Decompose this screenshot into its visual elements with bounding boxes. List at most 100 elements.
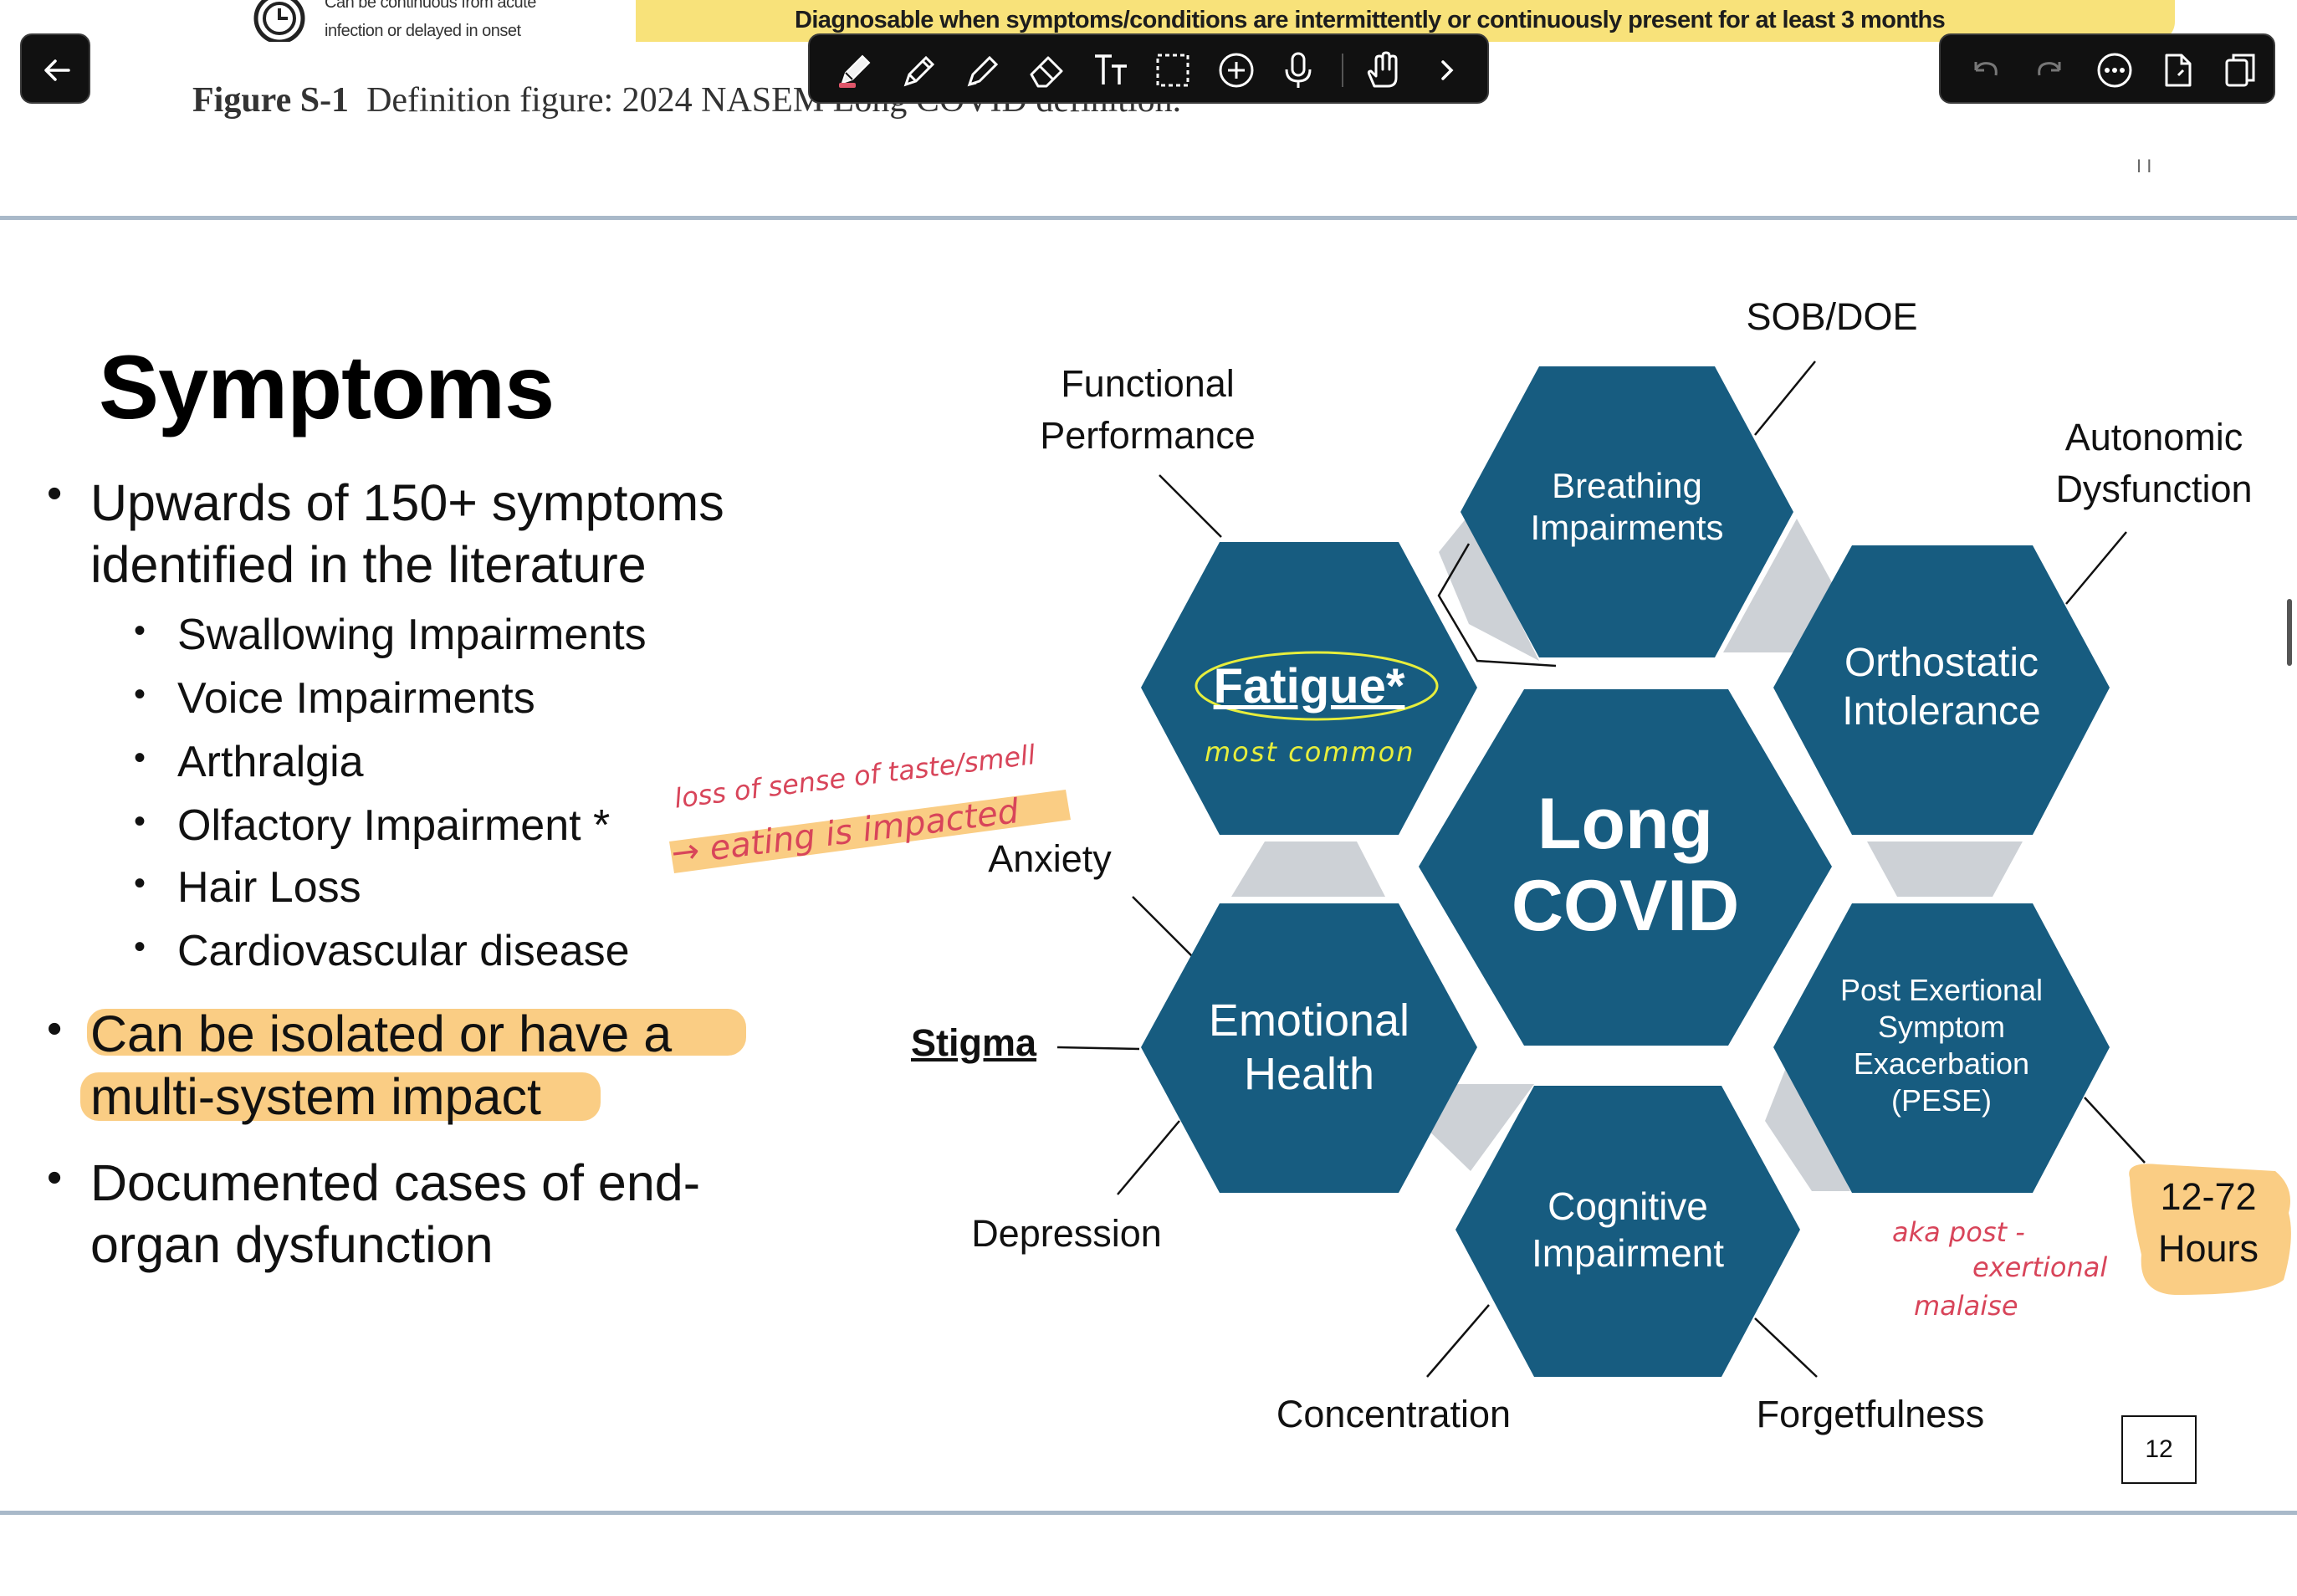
page-divider xyxy=(0,216,2297,220)
bullet-marker: • xyxy=(47,1005,63,1053)
eraser-tool[interactable] xyxy=(1024,47,1071,94)
scroll-indicator[interactable] xyxy=(2287,599,2292,666)
hex-label-line: Intolerance xyxy=(1842,689,2041,734)
pese-note-annotation: exertional xyxy=(1972,1251,2108,1283)
more-tools-button[interactable] xyxy=(1424,47,1471,94)
sub-bullet-text: Hair Loss xyxy=(177,863,361,912)
label-depression: Depression xyxy=(971,1212,1162,1255)
highlighter-pen-tool[interactable] xyxy=(831,47,878,94)
lasso-select-icon xyxy=(1156,54,1189,87)
clock-icon xyxy=(253,0,305,42)
hex-emotional xyxy=(1141,903,1477,1193)
diagnosable-text: Diagnosable when symptoms/conditions are… xyxy=(795,7,1946,33)
page-tick-mark: I I xyxy=(2136,156,2152,176)
add-shape-icon xyxy=(1219,53,1254,88)
bullet-text: Can be isolated or have a xyxy=(90,1005,673,1062)
prev-note-line1: Can be continuous from acute xyxy=(325,0,536,12)
pese-note-annotation: malaise xyxy=(1914,1290,2018,1322)
sub-bullet-marker: • xyxy=(134,803,146,840)
bullet-text: Documented cases of end- xyxy=(90,1154,701,1211)
hex-label-line: COVID xyxy=(1511,866,1740,946)
pages-button[interactable] xyxy=(2217,47,2264,94)
hex-pese xyxy=(1773,903,2110,1193)
connector xyxy=(1867,841,2023,897)
lasso-select-tool[interactable] xyxy=(1149,47,1196,94)
slide-title: Symptoms xyxy=(99,336,555,437)
hand-touch-icon xyxy=(1367,51,1398,88)
toolbar-separator xyxy=(1342,54,1343,87)
connector xyxy=(1231,841,1385,897)
label-forgetfulness: Forgetfulness xyxy=(1756,1393,1985,1435)
hex-label-line: (PESE) xyxy=(1890,1083,1993,1118)
hex-label-line: Breathing xyxy=(1552,466,1702,505)
hex-fatigue xyxy=(1141,542,1477,835)
leader-line xyxy=(1426,1304,1490,1378)
hex-cognitive xyxy=(1455,1086,1800,1377)
highlight-stroke xyxy=(80,1072,601,1121)
hex-label-line: Orthostatic xyxy=(1844,641,2039,685)
leader-line xyxy=(2065,531,2127,605)
text-tool-icon xyxy=(1095,54,1127,84)
document-toolbar xyxy=(1939,33,2275,104)
add-page-button[interactable] xyxy=(2155,47,2202,94)
sub-bullet-text: Voice Impairments xyxy=(177,674,535,723)
hex-pese-label: Post Exertional Symptom Exacerbation (PE… xyxy=(1773,972,2110,1119)
hex-label-line: Emotional xyxy=(1208,995,1410,1046)
undo-button[interactable] xyxy=(1962,47,2009,94)
sub-bullet-text: Swallowing Impairments xyxy=(177,611,647,659)
arrow-left-icon xyxy=(44,59,70,81)
bullet-marker: • xyxy=(47,1154,63,1202)
redo-icon xyxy=(2038,62,2061,76)
most-common-annotation: most common xyxy=(1205,736,1415,768)
leader-line xyxy=(1437,543,1557,668)
bullet-text: Upwards of 150+ symptoms xyxy=(90,474,724,531)
more-options-button[interactable] xyxy=(2091,47,2138,94)
pages-icon xyxy=(2225,54,2255,87)
label-functional-performance: Functional Performance xyxy=(997,358,1298,462)
hours-highlight xyxy=(2129,1164,2291,1295)
hex-label-line: Long xyxy=(1537,784,1714,864)
page-divider-bottom xyxy=(0,1511,2297,1515)
redo-button[interactable] xyxy=(2026,47,2073,94)
hex-label-line: Cognitive xyxy=(1548,1184,1708,1228)
label-12-72-hours: 12-72 Hours xyxy=(2141,1171,2275,1275)
sub-bullet-marker: • xyxy=(134,676,146,713)
undo-icon xyxy=(1974,62,1998,76)
label-line: 12-72 xyxy=(2160,1175,2257,1218)
annotation-toolbar xyxy=(808,33,1489,104)
sub-bullet-marker: • xyxy=(134,865,146,902)
leader-lines xyxy=(1056,361,2146,1378)
hex-label-line: Impairments xyxy=(1530,508,1724,547)
connector xyxy=(1765,1057,1850,1191)
pen-tool[interactable] xyxy=(897,47,944,94)
microphone-tool[interactable] xyxy=(1275,47,1322,94)
pese-note-annotation: aka post - xyxy=(1892,1216,2025,1248)
hex-breathing-label: Breathing Impairments xyxy=(1461,465,1793,549)
leader-line xyxy=(1754,361,1816,436)
connector xyxy=(1419,1084,1534,1171)
label-line: Dysfunction xyxy=(2055,468,2253,510)
hex-fatigue-label: Fatigue* xyxy=(1213,659,1405,714)
label-line: Hours xyxy=(2157,1227,2259,1270)
label-line: Autonomic xyxy=(2064,416,2243,458)
bullet-marker: • xyxy=(47,469,63,518)
label-line: Performance xyxy=(1040,414,1256,457)
hex-cognitive-label: Cognitive Impairment xyxy=(1455,1183,1800,1276)
hex-center xyxy=(1419,689,1832,1046)
label-stigma: Stigma xyxy=(910,1021,1037,1064)
add-shape-tool[interactable] xyxy=(1213,47,1260,94)
sub-bullet-marker: • xyxy=(134,928,146,965)
text-tool[interactable] xyxy=(1087,47,1134,94)
pen-icon xyxy=(903,55,935,87)
sub-bullet-marker: • xyxy=(134,612,146,649)
sub-bullet-text: Arthralgia xyxy=(177,738,364,786)
pencil-tool[interactable] xyxy=(960,47,1007,94)
label-line: Functional xyxy=(1061,362,1235,405)
fatigue-circle-annotation xyxy=(1195,651,1439,721)
back-button[interactable] xyxy=(20,33,90,104)
leader-line xyxy=(1754,1317,1818,1378)
hex-label-line: Symptom xyxy=(1877,1010,2006,1044)
hand-touch-tool[interactable] xyxy=(1360,47,1407,94)
leader-line xyxy=(2084,1097,2146,1164)
label-autonomic-dysfunction: Autonomic Dysfunction xyxy=(2016,412,2292,515)
